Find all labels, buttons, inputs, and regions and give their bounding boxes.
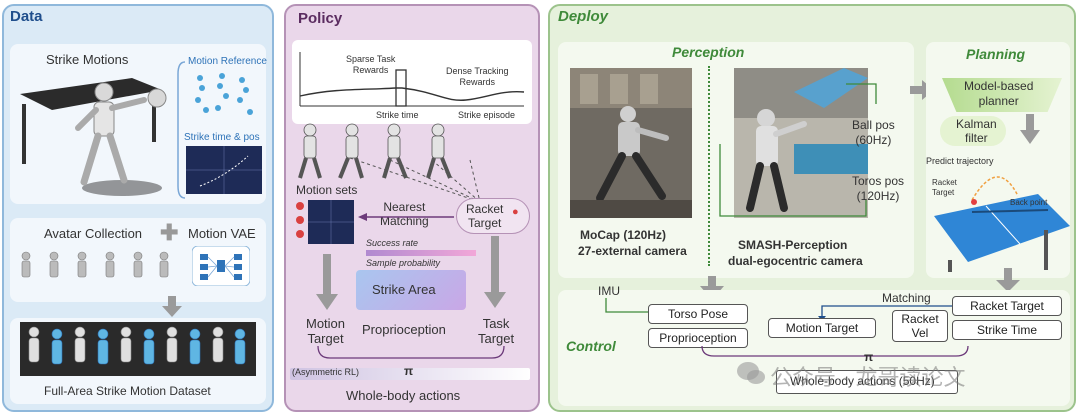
wechat-logo-icon	[737, 362, 765, 384]
sample-probability-label: Sample probability	[366, 258, 441, 268]
asymmetric-rl-label: (Asymmetric RL)	[292, 367, 359, 377]
model-planner-box	[942, 78, 1062, 112]
motion-reference-label: Motion Reference	[188, 56, 267, 67]
policy-panel-title: Policy	[298, 10, 343, 27]
dataset-label: Full-Area Strike Motion Dataset	[44, 384, 211, 398]
mocap-caption-1: MoCap (120Hz)	[580, 228, 667, 242]
dense-rewards-label: Dense Tracking Rewards	[446, 66, 509, 87]
down-arrow-right	[484, 236, 506, 308]
reward-curve	[299, 52, 525, 107]
motion-target-box: Motion Target	[768, 318, 876, 338]
dataset-figures	[20, 322, 256, 376]
strike-time-label: Strike time	[376, 110, 419, 120]
matching-arrow	[358, 213, 454, 221]
planning-down-arrow	[996, 268, 1020, 292]
task-target-label: Task Target	[478, 316, 515, 346]
racket-target-box: Racket Target	[952, 296, 1062, 316]
strike-area-label: Strike Area	[372, 282, 436, 297]
whole-body-actions-label: Whole-body actions	[346, 388, 461, 403]
control-actions-bar	[776, 370, 958, 394]
policy-bracket	[317, 345, 505, 359]
imu-connector	[605, 298, 648, 313]
mocap-caption-2: 27-external camera	[578, 244, 687, 258]
avatar-collection-label: Avatar Collection	[44, 226, 143, 241]
probability-bar	[366, 250, 476, 256]
data-panel-title: Data	[10, 8, 43, 25]
smash-caption-1: SMASH-Perception	[738, 238, 848, 252]
smash-photo	[734, 68, 868, 218]
proprioception-label: Proprioception	[362, 322, 446, 337]
strike-area-box	[356, 270, 466, 310]
actions-bar	[290, 368, 530, 380]
matching-label: Matching	[882, 291, 931, 305]
deploy-panel-title: Deploy	[558, 8, 609, 25]
sparse-rewards-label: Sparse Task Rewards	[346, 54, 396, 75]
control-title: Control	[566, 338, 616, 354]
pi-label: π	[404, 364, 414, 378]
reward-card	[292, 40, 532, 124]
perception-divider	[708, 66, 710, 266]
strike-position-plot	[186, 146, 262, 194]
torso-pos-label: Toros pos (120Hz)	[852, 174, 905, 203]
back-point-label: Back point	[1010, 198, 1048, 207]
motion-sets-label: Motion sets	[296, 183, 358, 197]
racket-target-bubble	[456, 198, 530, 234]
control-pi-label: π	[864, 350, 874, 364]
planning-title: Planning	[966, 46, 1026, 62]
motion-target-label: Motion Target	[306, 316, 346, 346]
proprioception-box: Proprioception	[648, 328, 748, 348]
down-arrow-icon	[162, 296, 182, 317]
model-planner-label: Model-based planner	[964, 79, 1034, 108]
perception-title: Perception	[672, 44, 745, 60]
motion-sets-grid	[296, 200, 354, 244]
plus-icon: ✚	[160, 220, 179, 245]
motion-vae-label: Motion VAE	[188, 226, 256, 241]
strike-time-pos-label: Strike time & pos	[184, 132, 260, 143]
down-arrow-left	[316, 254, 338, 310]
watermark-text: 公众号 · 龙哥读论文	[770, 365, 966, 390]
kalman-down-arrow	[1020, 114, 1040, 144]
bracket-line	[177, 61, 186, 199]
kalman-filter-box	[940, 116, 1006, 146]
perception-connectors	[719, 83, 877, 217]
table-tennis-render	[934, 176, 1070, 272]
racket-vel-box: Racket Vel	[892, 310, 948, 342]
motion-reference-skeletons	[195, 73, 253, 115]
kalman-filter-label: Kalman filter	[956, 117, 997, 145]
strike-episode-label: Strike episode	[458, 110, 516, 120]
racket-target-label: Racket Target	[466, 202, 504, 230]
success-rate-label: Success rate	[366, 238, 419, 248]
strike-motions-label: Strike Motions	[46, 52, 129, 67]
mocap-photo	[570, 68, 692, 218]
control-whole-body-actions: Whole-body actions (50Hz)	[790, 374, 935, 388]
robot-table-illustration	[20, 78, 167, 196]
strike-time-box: Strike Time	[952, 320, 1062, 340]
predict-trajectory-label: Predict trajectory	[926, 156, 994, 166]
paddle-icon: ●	[512, 206, 519, 218]
control-bracket	[701, 345, 969, 357]
vae-network-icon	[192, 246, 250, 286]
racket-target-small-label: Racket Target	[932, 178, 957, 197]
imu-label: IMU	[598, 284, 620, 298]
ball-pos-label: Ball pos (60Hz)	[852, 118, 895, 147]
avatar-figures	[21, 251, 169, 278]
torso-pose-box: Torso Pose	[648, 304, 748, 324]
motion-set-robots	[298, 123, 452, 179]
dashed-rays	[349, 157, 481, 203]
smash-caption-2: dual-egocentric camera	[728, 254, 863, 268]
